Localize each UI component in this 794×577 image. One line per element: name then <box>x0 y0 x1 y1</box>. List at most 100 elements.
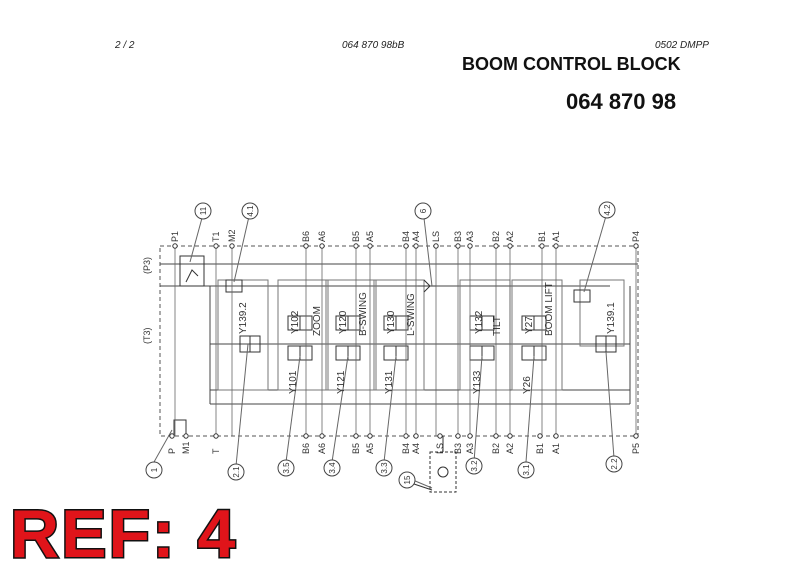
port-label-bottom: A1 <box>551 443 561 454</box>
port-label-bottom: P5 <box>631 443 641 454</box>
port-label-top: A6 <box>317 231 327 242</box>
port-marker <box>319 243 325 249</box>
solenoid-label: Y102 <box>290 310 301 334</box>
port-marker <box>403 433 409 439</box>
page-number: 2 / 2 <box>115 40 135 51</box>
port-marker <box>633 433 639 439</box>
section-label: BOOM LIFT <box>544 282 555 336</box>
callout-bubble: 4.2 <box>598 201 616 219</box>
callout-label: 3.5 <box>282 462 291 474</box>
port-marker <box>455 433 461 439</box>
callout-label: 4.1 <box>246 205 255 217</box>
port-marker <box>537 433 543 439</box>
solenoid-label: Y26 <box>522 376 533 394</box>
callout-bubble: 11 <box>194 202 212 220</box>
port-label-top: B3 <box>453 231 463 242</box>
port-marker <box>437 433 443 439</box>
callout-label: 2.2 <box>610 458 619 470</box>
part-number: 064 870 98 <box>566 89 677 114</box>
port-marker <box>183 433 189 439</box>
port-marker <box>367 433 373 439</box>
port-label-top: P4 <box>631 231 641 242</box>
port-label-top: A3 <box>465 231 475 242</box>
port-marker <box>353 243 359 249</box>
ref-label: REF: 4 <box>8 496 238 572</box>
port-label-bottom: A4 <box>411 443 421 454</box>
port-label-top: B2 <box>491 231 501 242</box>
port-label-bottom: B1 <box>535 443 545 454</box>
port-marker <box>229 243 235 249</box>
callout-label: 3.3 <box>380 462 389 474</box>
solenoid-label: Y130 <box>386 310 397 334</box>
port-label-bottom: A2 <box>505 443 515 454</box>
solenoid-label: Y120 <box>338 310 349 334</box>
port-label-bottom: A6 <box>317 443 327 454</box>
port-label-bottom: B4 <box>401 443 411 454</box>
callout-bubble: 4.1 <box>241 202 259 220</box>
callout-bubble: 3.1 <box>517 461 535 479</box>
port-label-top: B6 <box>301 231 311 242</box>
port-marker <box>467 433 473 439</box>
port-label-bottom: T <box>211 448 221 454</box>
port-label-top: A5 <box>365 231 375 242</box>
port-label-top: A2 <box>505 231 515 242</box>
callout-bubble: 3.2 <box>465 457 483 475</box>
page-title: BOOM CONTROL BLOCK <box>462 54 681 74</box>
port-marker <box>539 243 545 249</box>
callout-label: 11 <box>199 206 208 215</box>
port-marker <box>633 243 639 249</box>
port-label-top: B4 <box>401 231 411 242</box>
port-marker <box>553 243 559 249</box>
solenoid-label: Y131 <box>384 370 395 394</box>
side-port-label: (P3) <box>142 257 152 274</box>
callout-bubble: 2.2 <box>605 455 623 473</box>
port-marker <box>493 243 499 249</box>
port-marker <box>467 243 473 249</box>
port-label-top: LS <box>431 231 441 242</box>
document-code: 064 870 98bB <box>342 40 405 51</box>
port-label-top: A4 <box>411 231 421 242</box>
revision-code: 0502 DMPP <box>655 40 709 51</box>
callout-bubble: 6 <box>414 202 432 220</box>
port-marker <box>433 243 439 249</box>
callout-bubble: 1 <box>145 461 163 479</box>
port-label-top: A1 <box>551 231 561 242</box>
solenoid-label: Y27 <box>524 316 535 334</box>
solenoid-label: Y133 <box>472 370 483 394</box>
callout-label: 6 <box>419 208 428 213</box>
port-label-bottom: B6 <box>301 443 311 454</box>
callout-label: 3.1 <box>522 464 531 476</box>
port-marker <box>403 243 409 249</box>
port-marker <box>455 243 461 249</box>
callout-label: 1 <box>150 467 159 472</box>
callout-bubble: 2.1 <box>227 463 245 481</box>
port-marker <box>507 243 513 249</box>
solenoid-label: Y139.1 <box>606 302 617 334</box>
port-marker <box>169 433 175 439</box>
port-marker <box>367 243 373 249</box>
solenoid-label: Y132 <box>474 310 485 334</box>
section-label: ZOOM <box>312 306 323 336</box>
port-marker <box>413 243 419 249</box>
port-marker <box>172 243 178 249</box>
port-label-bottom: B2 <box>491 443 501 454</box>
port-label-top: M2 <box>227 229 237 242</box>
port-marker <box>353 433 359 439</box>
port-marker <box>507 433 513 439</box>
solenoid-label: Y101 <box>288 370 299 394</box>
section-label: L-SWING <box>406 293 417 336</box>
port-marker <box>303 243 309 249</box>
port-label-top: T1 <box>211 231 221 242</box>
section-label: B-SWING <box>358 292 369 336</box>
port-label-bottom: M1 <box>181 441 191 454</box>
port-label-top: B5 <box>351 231 361 242</box>
port-marker <box>553 433 559 439</box>
callout-label: 2.1 <box>232 466 241 478</box>
section-label: TILT <box>492 316 503 336</box>
callout-bubble: 15 <box>398 471 416 489</box>
port-label-bottom: B3 <box>453 443 463 454</box>
port-marker <box>303 433 309 439</box>
port-marker <box>213 433 219 439</box>
callout-bubble: 3.5 <box>277 459 295 477</box>
